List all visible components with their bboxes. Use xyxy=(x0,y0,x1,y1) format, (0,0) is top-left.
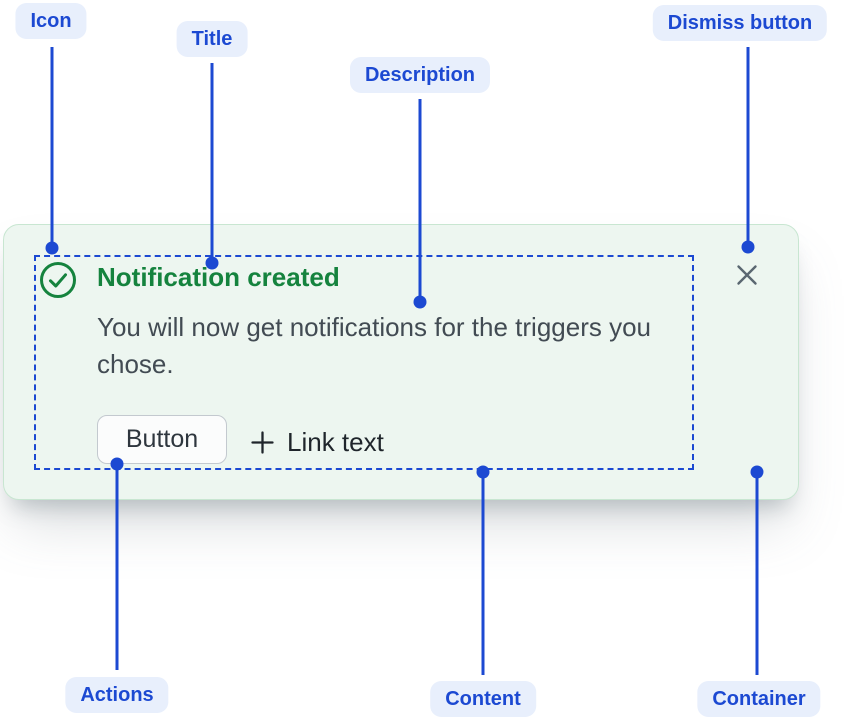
annotation-label-description: Description xyxy=(349,57,491,93)
annotation-dot-content xyxy=(476,465,490,479)
close-icon xyxy=(736,264,758,286)
content-region-outline xyxy=(34,255,694,470)
notification-description: You will now get notifications for the t… xyxy=(97,312,652,379)
annotation-dot-container xyxy=(750,465,764,479)
annotation-label-actions: Actions xyxy=(65,677,169,713)
annotation-label-title: Title xyxy=(176,21,248,57)
success-check-icon xyxy=(39,261,77,299)
annotation-line-icon xyxy=(50,47,54,248)
action-button[interactable]: Button xyxy=(97,415,227,464)
annotation-dot-dismiss-button xyxy=(741,240,755,254)
annotation-label-icon: Icon xyxy=(15,3,87,39)
notification-title: Notification created xyxy=(97,262,340,292)
annotation-line-content xyxy=(481,472,485,675)
annotation-label-content: Content xyxy=(430,681,536,717)
action-button-label: Button xyxy=(125,425,199,453)
dismiss-button[interactable] xyxy=(733,261,761,289)
annotation-dot-title xyxy=(205,256,219,270)
link-action[interactable]: Link text xyxy=(251,427,384,457)
annotation-line-description xyxy=(418,99,422,302)
annotation-label-dismiss-button: Dismiss button xyxy=(652,5,828,41)
annotation-line-dismiss-button xyxy=(746,47,750,247)
annotation-dot-actions xyxy=(110,457,124,471)
annotation-line-title xyxy=(210,63,214,263)
annotation-label-container: Container xyxy=(697,681,821,717)
annotation-dot-icon xyxy=(45,241,59,255)
annotation-line-actions xyxy=(115,464,119,670)
annotation-dot-description xyxy=(413,295,427,309)
plus-icon xyxy=(251,430,274,454)
annotation-line-container xyxy=(755,472,759,675)
link-label: Link text xyxy=(287,426,384,457)
